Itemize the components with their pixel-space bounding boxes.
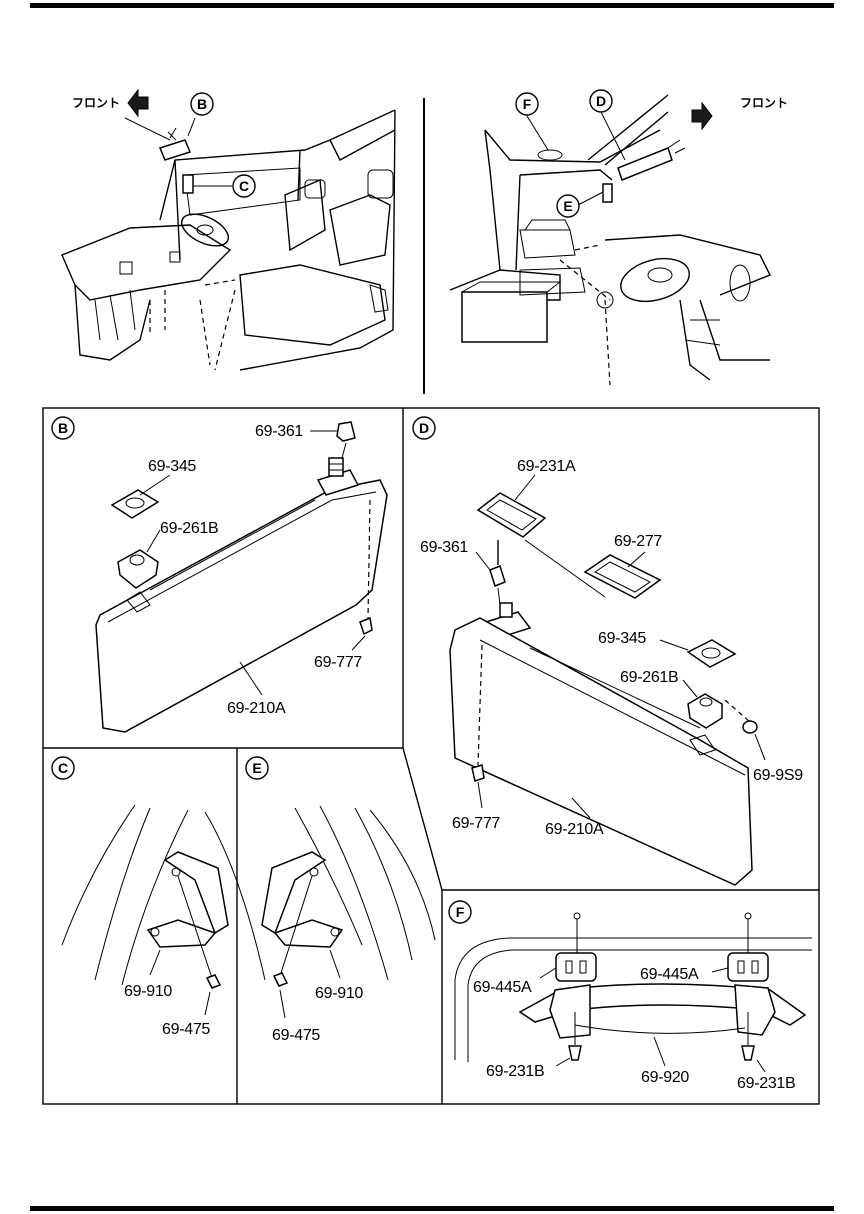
panel-f-letter: F [456, 904, 465, 920]
panel-frames [42, 407, 820, 1105]
part-label: 69-231B [737, 1075, 795, 1092]
part-label: 69-9S9 [753, 767, 803, 784]
bottom-rule [30, 1206, 834, 1211]
part-label: 69-210A [545, 821, 604, 838]
part-label: 69-345 [598, 630, 646, 647]
part-label: 69-361 [255, 423, 303, 440]
panel-d-letter: D [419, 420, 429, 436]
part-label: 69-231A [517, 458, 576, 475]
part-label: 69-910 [124, 983, 172, 1000]
part-label: 69-445A [473, 979, 532, 996]
part-label: 69-475 [272, 1027, 320, 1044]
panel-f: F 69-445A 69-445A 69-231B 69-920 [448, 900, 812, 1092]
panel-e: E 69-910 69-475 [245, 756, 436, 1044]
front-label-left: フロント [72, 96, 120, 110]
part-label: 69-277 [614, 533, 662, 550]
top-rule [30, 3, 834, 8]
panel-e-letter: E [252, 760, 261, 776]
svg-text:D: D [596, 93, 606, 109]
callout-d-overview: D [589, 89, 613, 113]
svg-text:B: B [197, 96, 207, 112]
part-label: 69-361 [420, 539, 468, 556]
overview-left: フロント [61, 88, 396, 371]
front-arrow-left-icon [127, 88, 149, 118]
part-label: 69-910 [315, 985, 363, 1002]
svg-text:E: E [563, 198, 572, 214]
panel-b-letter: B [58, 420, 68, 436]
panel-b: B 69-361 69-345 69-261B 69-777 69-210A [51, 416, 388, 733]
panel-c-letter: C [58, 760, 68, 776]
callout-f-overview: F [515, 92, 539, 116]
part-label: 69-920 [641, 1069, 689, 1086]
part-label: 69-777 [314, 654, 362, 671]
svg-text:F: F [523, 96, 532, 112]
part-label: 69-210A [227, 700, 286, 717]
front-label-right: フロント [740, 96, 788, 110]
callout-e-overview: E [556, 194, 580, 218]
callout-c-overview: C [232, 174, 256, 198]
part-label: 69-475 [162, 1021, 210, 1038]
part-label: 69-777 [452, 815, 500, 832]
svg-text:C: C [239, 178, 249, 194]
panel-c: C 69-910 69-475 [51, 756, 266, 1038]
part-label: 69-345 [148, 458, 196, 475]
front-arrow-right-icon [691, 101, 713, 131]
part-label: 69-445A [640, 966, 699, 983]
part-label: 69-261B [620, 669, 678, 686]
callout-b-overview: B [190, 92, 214, 116]
part-label: 69-261B [160, 520, 218, 537]
panel-d: D [412, 416, 803, 886]
part-label: 69-231B [486, 1063, 544, 1080]
overview-right: フロント [449, 94, 788, 386]
